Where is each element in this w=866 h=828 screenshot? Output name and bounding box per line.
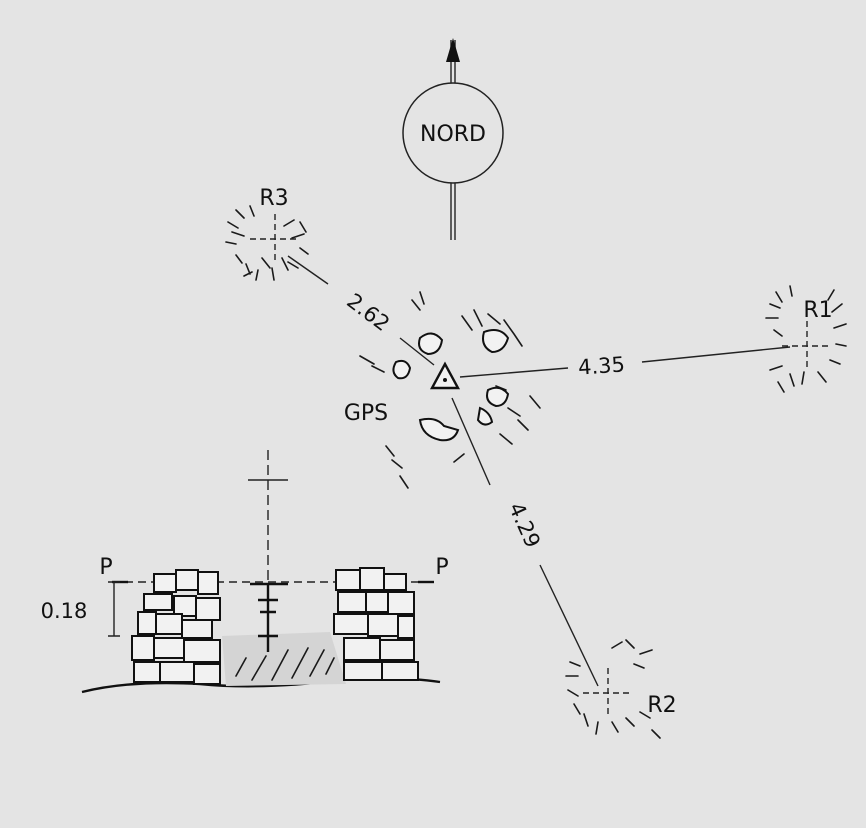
line-to-r1-a	[459, 367, 569, 378]
line-to-r2-b	[539, 564, 599, 687]
line-to-r3-a	[287, 255, 329, 285]
reference-label-r2: R2	[647, 693, 676, 718]
north-label: NORD	[420, 122, 486, 147]
crosshair-r3	[250, 214, 300, 264]
stone-pillar-left	[131, 569, 221, 685]
station-label: GPS	[344, 401, 388, 426]
north-arrow: NORD	[402, 38, 504, 240]
plane-label-left: P	[99, 555, 112, 580]
plane-label-right: P	[435, 555, 448, 580]
line-to-r2-a	[451, 397, 491, 486]
distance-r1: 4.35	[577, 352, 625, 379]
vegetation-gps	[359, 291, 541, 489]
line-to-r3-b	[399, 337, 435, 366]
line-to-r1-b	[641, 346, 791, 363]
depth-label: 0.18	[41, 599, 88, 623]
distance-r3: 2.62	[342, 289, 394, 336]
vegetation-r2	[565, 639, 661, 739]
north-circle	[402, 82, 504, 184]
stone-pillar-right	[333, 567, 419, 681]
vegetation-r3	[225, 205, 309, 281]
vegetation-r1	[765, 285, 847, 393]
reference-label-r1: R1	[803, 298, 832, 323]
cross-section	[81, 450, 441, 694]
gps-station-marker	[429, 361, 461, 390]
reference-label-r3: R3	[259, 186, 288, 211]
measure-lines	[287, 255, 791, 687]
distance-r2: 4.29	[504, 499, 545, 551]
crosshair-r1	[782, 321, 832, 371]
crosshair-r2	[583, 668, 633, 718]
